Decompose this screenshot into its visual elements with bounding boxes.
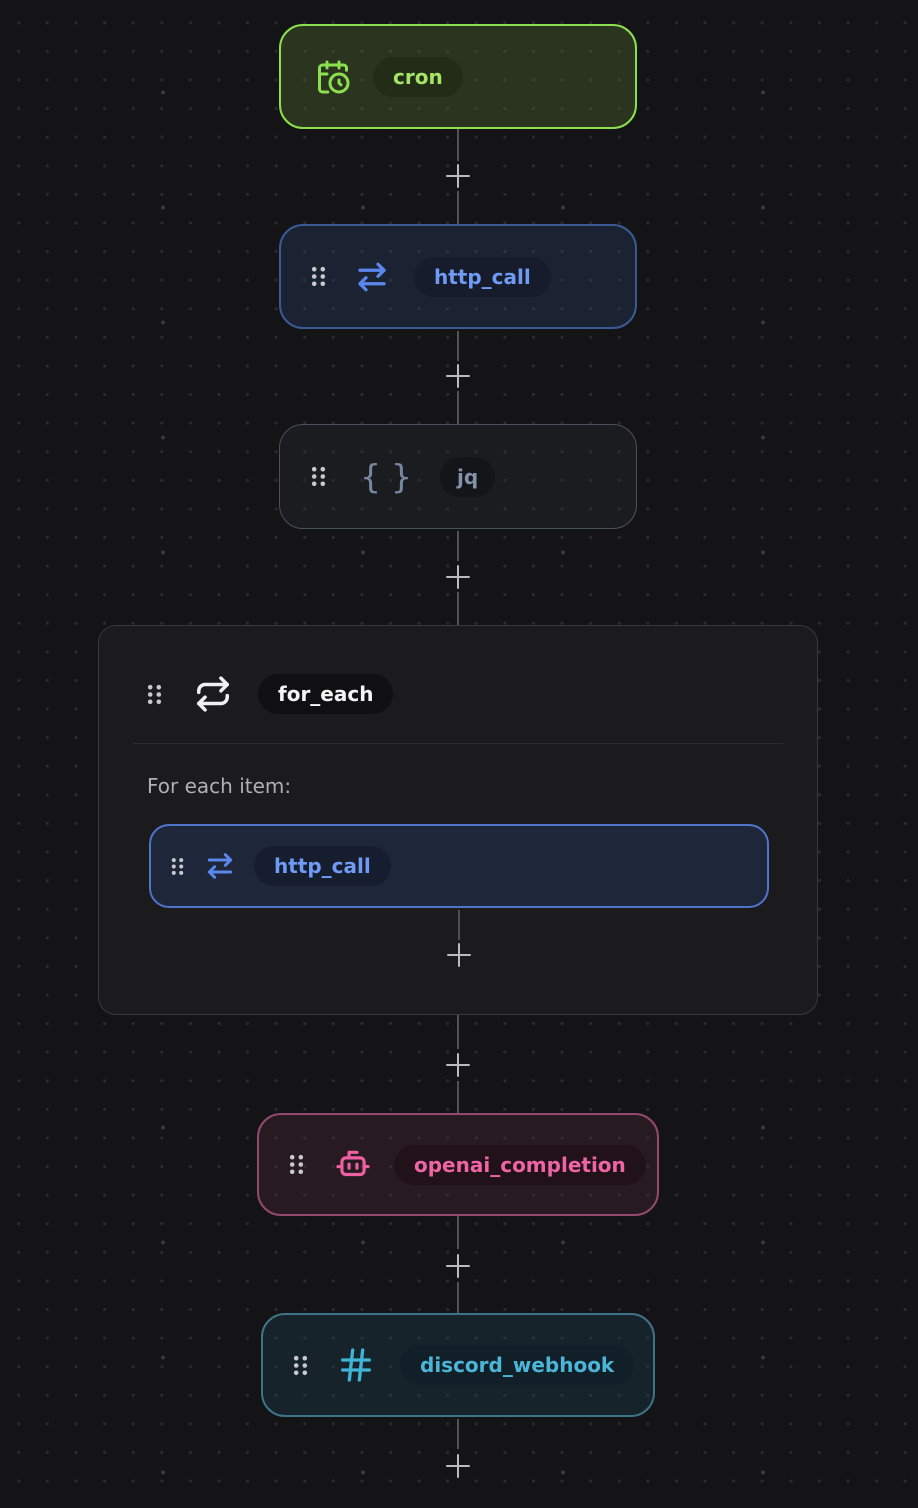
node-label: cron (373, 56, 463, 97)
drag-handle-icon[interactable] (171, 857, 184, 876)
add-step-button[interactable] (446, 1254, 470, 1278)
for-each-header: for_each (147, 674, 394, 714)
connector-line (457, 1282, 459, 1313)
add-step-button[interactable] (446, 164, 470, 188)
connector-line (457, 1015, 459, 1049)
add-step-button[interactable] (446, 565, 470, 589)
hash-icon (341, 1348, 371, 1382)
curly-braces-icon: {} (360, 457, 414, 496)
add-step-button[interactable] (446, 364, 470, 388)
node-label: openai_completion (394, 1144, 646, 1185)
divider (133, 743, 783, 744)
add-step-button[interactable] (446, 1053, 470, 1077)
add-step-button[interactable] (447, 943, 471, 967)
node-discord-webhook[interactable]: discord_webhook (261, 1313, 655, 1417)
node-label: for_each (258, 674, 394, 714)
connector-line (457, 331, 459, 361)
node-http-call-nested[interactable]: http_call (149, 824, 769, 908)
node-label: http_call (414, 256, 551, 297)
node-label: jq (440, 456, 496, 497)
node-http-call[interactable]: http_call (279, 224, 637, 329)
add-step-button[interactable] (446, 1454, 470, 1478)
bot-icon (336, 1150, 370, 1176)
connector-line (457, 1081, 459, 1113)
connector-line (457, 531, 459, 561)
node-openai-completion[interactable]: openai_completion (257, 1113, 659, 1216)
for-each-caption: For each item: (147, 774, 292, 798)
connector-line (457, 592, 459, 625)
arrows-right-left-icon (207, 853, 233, 879)
repeat-icon (197, 676, 229, 712)
drag-handle-icon[interactable] (311, 266, 326, 287)
drag-handle-icon[interactable] (147, 684, 162, 705)
drag-handle-icon[interactable] (289, 1154, 304, 1175)
connector-line (457, 1216, 459, 1249)
calendar-clock-icon (318, 60, 350, 93)
node-label: discord_webhook (400, 1345, 635, 1385)
drag-handle-icon[interactable] (311, 466, 326, 487)
connector-line (457, 1419, 459, 1449)
connector-line (457, 191, 459, 224)
node-for-each[interactable]: for_each For each item: http_call (98, 625, 818, 1015)
node-jq[interactable]: {} jq (279, 424, 637, 529)
connector-line (457, 391, 459, 424)
connector-line (457, 129, 459, 161)
node-cron[interactable]: cron (279, 24, 637, 129)
connector-line (458, 910, 460, 940)
drag-handle-icon[interactable] (293, 1355, 308, 1376)
arrows-right-left-icon (358, 262, 386, 291)
node-label: http_call (254, 846, 391, 886)
